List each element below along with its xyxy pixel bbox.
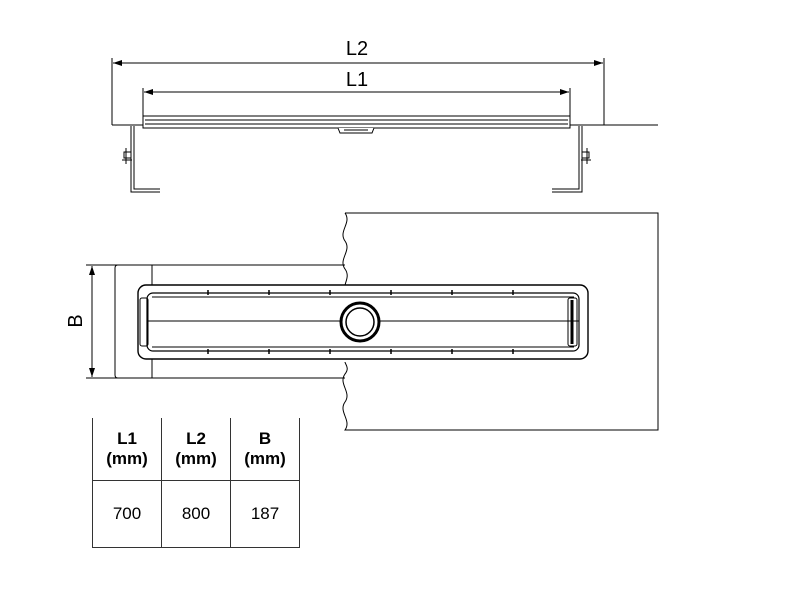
header-l2-name: L2: [186, 429, 206, 448]
b-label: B: [65, 314, 87, 327]
spec-table: L1 (mm) L2 (mm) B (mm) 700 800 187: [92, 418, 300, 548]
cell-b-value: 187: [230, 480, 300, 548]
end-cap-left: [139, 297, 149, 347]
header-l2-unit: (mm): [175, 449, 217, 468]
header-l1-name: L1: [117, 429, 137, 448]
header-l1: L1 (mm): [92, 418, 162, 481]
table-row: 700 800 187: [92, 480, 300, 548]
end-cap-right: [567, 297, 578, 347]
cell-l1-value: 700: [92, 480, 162, 548]
right-leg: [552, 126, 583, 193]
left-leg: [130, 126, 160, 193]
drain-outlet-inner: [345, 307, 375, 337]
channel-inner: [146, 292, 580, 352]
slot-marks: [207, 290, 514, 354]
header-l2: L2 (mm): [161, 418, 231, 481]
left-adjust-screw: [122, 148, 132, 164]
top-view: [86, 212, 659, 431]
header-l1-unit: (mm): [106, 449, 148, 468]
break-line-top: [342, 212, 348, 287]
side-view: [111, 58, 658, 193]
header-b-unit: (mm): [244, 449, 286, 468]
header-b-name: B: [258, 429, 272, 448]
l1-label: L1: [346, 69, 368, 91]
header-b: B (mm): [230, 418, 300, 481]
floor-section: [342, 212, 659, 431]
channel-profile: [142, 115, 571, 129]
spec-table-header-row: L1 (mm) L2 (mm) B (mm): [92, 418, 300, 481]
right-adjust-screw: [581, 148, 591, 164]
l2-label: L2: [346, 38, 368, 60]
cell-l2-value: 800: [161, 480, 231, 548]
